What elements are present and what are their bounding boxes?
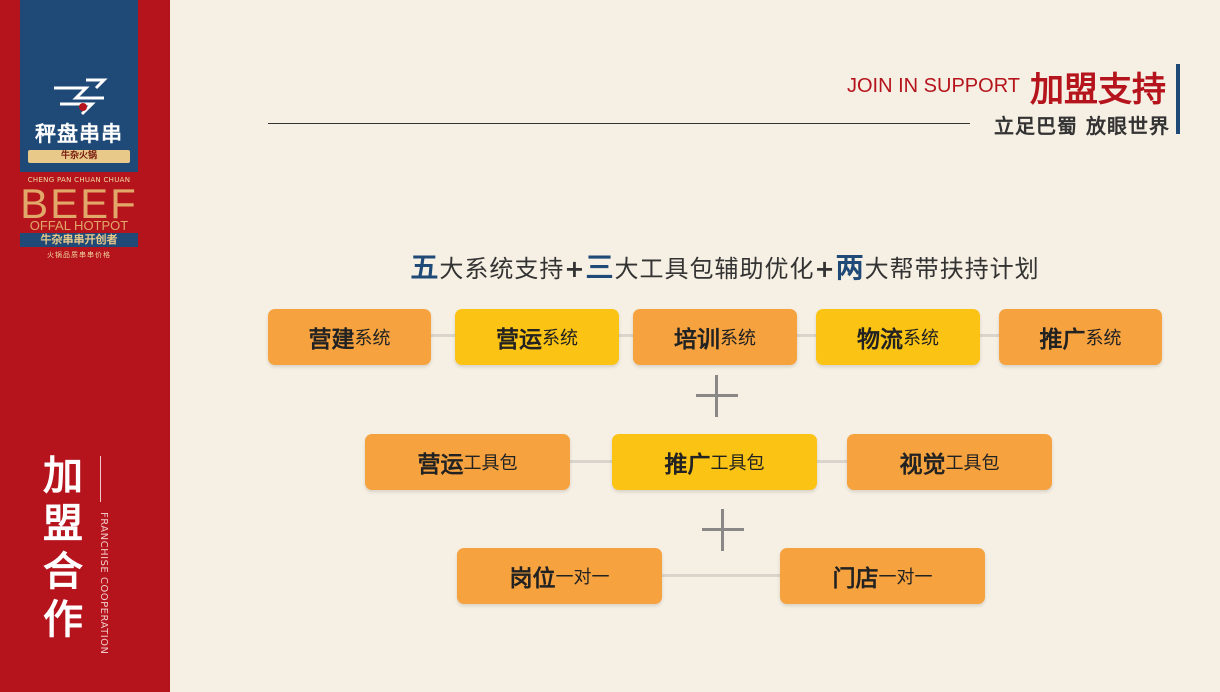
box-promotion-system[interactable]: 推广系统	[999, 309, 1162, 365]
box-construction-system[interactable]: 营建系统	[268, 309, 431, 365]
brand-logo: 秤盘串串 牛杂火锅	[20, 0, 138, 172]
box-bold-label: 门店	[832, 566, 879, 592]
box-bold-label: 培训	[674, 327, 720, 353]
heading-number-five: 五	[410, 251, 440, 284]
box-promotion-toolkit[interactable]: 推广工具包	[612, 434, 817, 490]
sidebar-title: 加盟合作	[43, 453, 83, 643]
heading-text-3: 大帮带扶持计划	[864, 255, 1040, 283]
heading-text-1: 大系统支持	[439, 255, 565, 283]
box-bold-label: 视觉	[899, 452, 946, 478]
box-bold-label: 营运	[496, 327, 542, 353]
page-header: JOIN IN SUPPORT 加盟支持	[847, 62, 1166, 111]
header-slogan: 立足巴蜀 放眼世界	[994, 114, 1170, 138]
beef-text: BEEF	[20, 180, 138, 227]
box-suffix-label: 系统	[1085, 328, 1122, 349]
header-title-en: JOIN IN SUPPORT	[847, 75, 1020, 97]
heading-text-2: 大工具包辅助优化	[614, 255, 815, 283]
box-suffix-label: 系统	[542, 328, 578, 349]
box-bold-label: 岗位	[509, 566, 556, 592]
box-bold-label: 推广	[664, 452, 711, 478]
box-training-system[interactable]: 培训系统	[633, 309, 797, 365]
box-suffix-label: 系统	[354, 328, 391, 349]
brand-pinyin: CHENG PAN CHUAN CHUAN	[27, 176, 131, 184]
box-visual-toolkit[interactable]: 视觉工具包	[847, 434, 1052, 490]
box-bold-label: 营建	[308, 327, 355, 353]
plus-icon	[702, 509, 744, 551]
header-accent-bar	[1176, 64, 1180, 134]
box-suffix-label: 系统	[903, 328, 939, 349]
box-suffix-label: 一对一	[878, 567, 933, 588]
heading-number-three: 三	[585, 251, 615, 284]
box-suffix-label: 工具包	[710, 453, 765, 474]
box-store-one-on-one[interactable]: 门店一对一	[780, 548, 985, 604]
box-suffix-label: 一对一	[555, 567, 610, 588]
box-operation-system[interactable]: 营运系统	[455, 309, 619, 365]
sidebar-title-en: FRANCHISE COOPERATION	[98, 512, 109, 655]
row3-connector	[457, 574, 985, 577]
box-position-one-on-one[interactable]: 岗位一对一	[457, 548, 662, 604]
header-title-cn: 加盟支持	[1030, 70, 1166, 110]
box-bold-label: 推广	[1039, 327, 1086, 353]
box-bold-label: 物流	[857, 327, 903, 353]
logo-brand-name: 秤盘串串	[35, 122, 123, 146]
quality-slogan: 火锅品质串串价格	[47, 251, 111, 259]
header-rule	[268, 123, 970, 124]
heading-plus-1: +	[564, 255, 586, 283]
heading-plus-2: +	[814, 255, 836, 283]
box-suffix-label: 工具包	[463, 453, 518, 474]
pioneer-banner: 牛杂串串开创者	[20, 233, 138, 247]
plus-icon	[696, 375, 738, 417]
box-suffix-label: 系统	[720, 328, 756, 349]
logo-tagline: 牛杂火锅	[28, 150, 130, 163]
sidebar-divider	[100, 456, 101, 502]
box-operation-toolkit[interactable]: 营运工具包	[365, 434, 570, 490]
box-logistics-system[interactable]: 物流系统	[816, 309, 980, 365]
section-heading: 五大系统支持+三大工具包辅助优化+两大帮带扶持计划	[268, 246, 1182, 286]
box-suffix-label: 工具包	[945, 453, 1000, 474]
sidebar: 秤盘串串 牛杂火锅 CHENG PAN CHUAN CHUAN BEEF OFF…	[0, 0, 170, 692]
offal-hotpot-text: OFFAL HOTPOT	[29, 218, 129, 233]
logo-mark-icon	[54, 78, 108, 116]
heading-number-two: 两	[835, 251, 865, 284]
box-bold-label: 营运	[417, 452, 464, 478]
